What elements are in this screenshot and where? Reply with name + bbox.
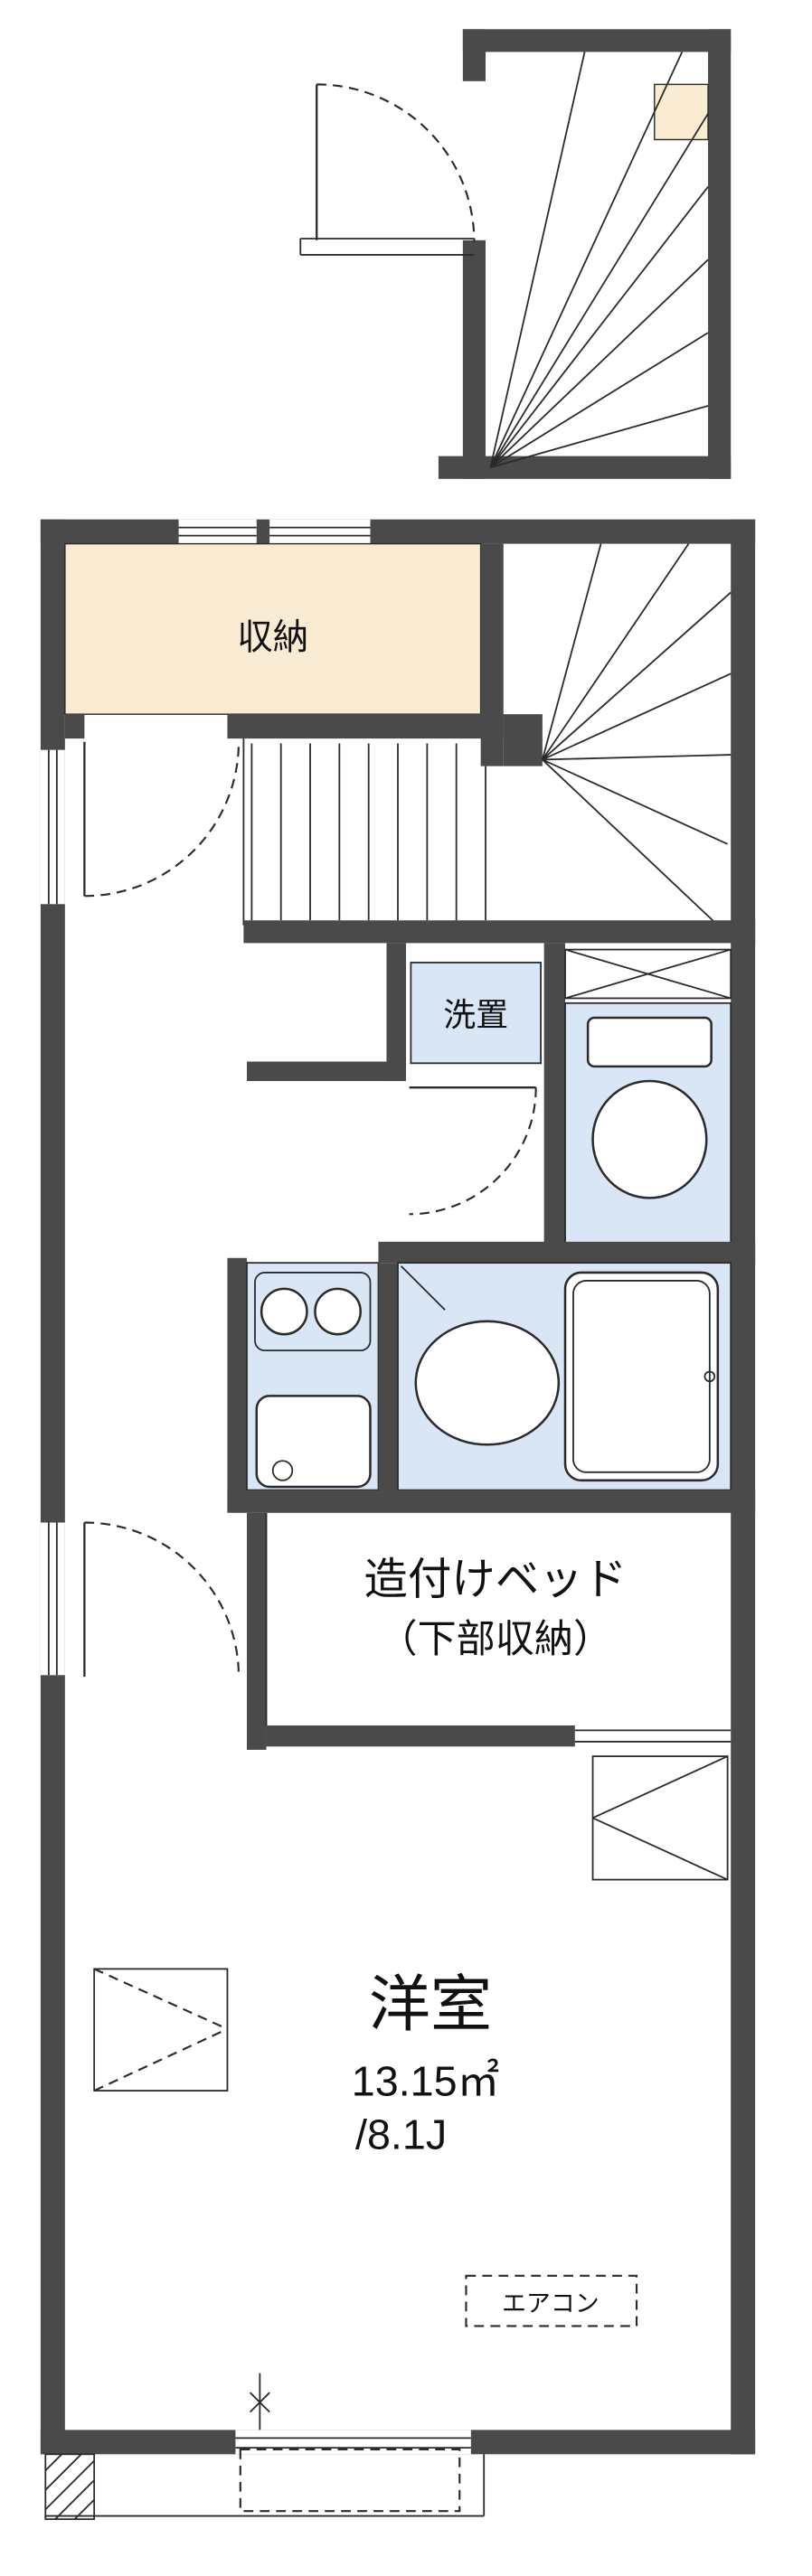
storage-room: 収納: [64, 542, 504, 766]
sink-icon: [255, 1395, 372, 1489]
burner-icon: [314, 1287, 362, 1336]
wall-top: [40, 519, 756, 544]
wall-segment: [378, 1241, 756, 1264]
aircon-box: エアコン: [465, 2274, 638, 2327]
door-swing-arc: [316, 83, 476, 242]
window-top-1: [178, 519, 257, 544]
bathtub-icon: [563, 1271, 720, 1482]
wall-segment: [227, 714, 504, 739]
bath-oval-icon: [414, 1320, 561, 1446]
drain-icon: [271, 1460, 294, 1481]
kitchen: [227, 1257, 399, 1510]
wall-segment: [708, 29, 732, 479]
door-upper-left: [83, 741, 241, 898]
hanging-closet-right: [591, 1755, 729, 1881]
wall-segment: [543, 943, 566, 1262]
wall-right: [731, 519, 756, 2455]
laundry-space: [410, 962, 542, 1065]
toilet-tank-icon: [586, 1016, 713, 1068]
wall-segment: [438, 456, 732, 479]
built-in-bed: 造付けベッド （下部収納）: [246, 1512, 732, 1750]
wall-segment: [266, 1725, 575, 1747]
door-swing-arc: [84, 741, 241, 898]
porch-outline: [239, 2448, 461, 2513]
winder-stairs-upper: [489, 52, 709, 469]
washroom: 洗置: [246, 943, 542, 1216]
winder-stair-treads: [541, 543, 732, 926]
wall-segment: [246, 1512, 267, 1750]
wall-segment: [378, 1263, 399, 1510]
toilet-room: [378, 943, 756, 1264]
bath-corner-line: [400, 1265, 446, 1311]
straight-stair-treads: [250, 743, 486, 921]
window-latch: [249, 2373, 270, 2430]
window-top-2: [269, 519, 371, 544]
wall-segment: [64, 714, 85, 739]
wall-segment: [227, 1490, 756, 1513]
stove-outline: [254, 1272, 372, 1352]
wall-segment: [386, 943, 406, 1082]
upper-stair-block: [299, 29, 732, 479]
door-swing-arc: [409, 1087, 537, 1216]
room-label: 洋室: [369, 1970, 492, 2039]
wall-segment: [246, 1061, 406, 1082]
room-area-sqm: 13.15㎡: [352, 2057, 500, 2104]
hanging-closet-left: [93, 1968, 229, 2092]
room-area-jo: /8.1J: [355, 2111, 447, 2158]
window-left-2: [40, 1522, 65, 1676]
wall-segment: [243, 920, 756, 944]
toilet-bowl-icon: [591, 1079, 708, 1199]
wall-segment: [462, 29, 732, 52]
western-room: 洋室 13.15㎡ /8.1J エアコン: [93, 1755, 729, 2430]
laundry-label: 洗置: [443, 996, 508, 1033]
bed-label-line1: 造付けベッド: [364, 1556, 627, 1604]
storage-label: 収納: [237, 617, 308, 657]
balcony-hatch: [44, 2453, 95, 2520]
main-unit: [40, 519, 756, 2455]
wall-segment: [462, 29, 486, 81]
aircon-label: エアコン: [502, 2289, 600, 2317]
window-bottom: [235, 2430, 471, 2455]
tub-handle-icon: [703, 1370, 716, 1383]
bed-label-line2: （下部収納）: [378, 1618, 612, 1661]
wall-segment: [227, 1257, 247, 1510]
main-stairs: [242, 543, 756, 944]
burner-icon: [260, 1287, 308, 1336]
entry-door: [299, 83, 476, 256]
balcony: [44, 2448, 486, 2521]
door-swing-arc: [84, 1521, 241, 1678]
wall-segment: [503, 714, 543, 766]
wall-segment: [462, 240, 486, 479]
bathtub-inner: [572, 1280, 711, 1473]
window-left-1: [40, 749, 65, 905]
storage-floor: [64, 542, 482, 715]
vent-hatch: [564, 948, 732, 1000]
door-lower-left: [83, 1521, 241, 1678]
bathroom: [227, 1262, 756, 1513]
